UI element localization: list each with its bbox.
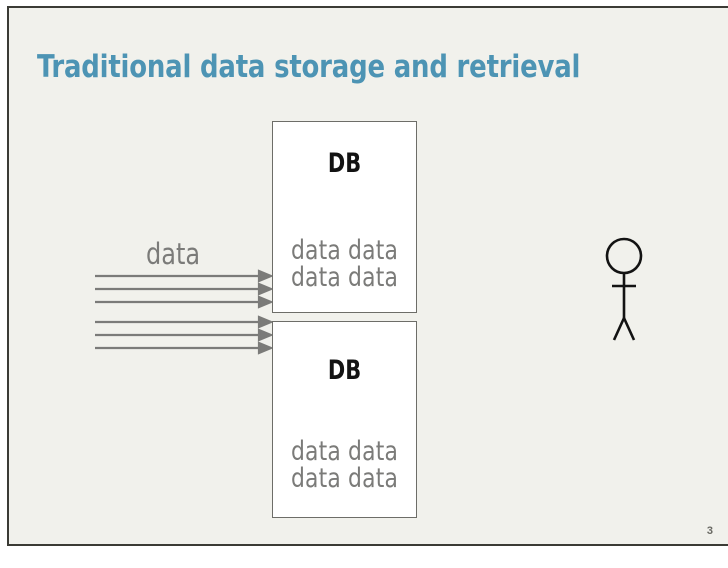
stick-figure-user-icon (605, 237, 643, 341)
database-rows-top: data data data data (280, 237, 409, 291)
database-title-top: DB (327, 148, 362, 179)
database-rows-bottom: data data data data (280, 438, 409, 492)
page-title: Traditional data storage and retrieval (37, 49, 581, 85)
database-row: data data (290, 262, 399, 293)
database-row: data data (290, 463, 399, 494)
slide-canvas: Traditional data storage and retrieval (7, 6, 728, 546)
database-box-bottom: DB data data data data (272, 321, 417, 518)
database-title-bottom: DB (327, 355, 362, 386)
database-box-top: DB data data data data (272, 121, 417, 313)
database-row: data data (290, 235, 399, 266)
data-source-label: data (146, 237, 201, 271)
database-row: data data (290, 436, 399, 467)
page-number: 3 (706, 525, 713, 537)
